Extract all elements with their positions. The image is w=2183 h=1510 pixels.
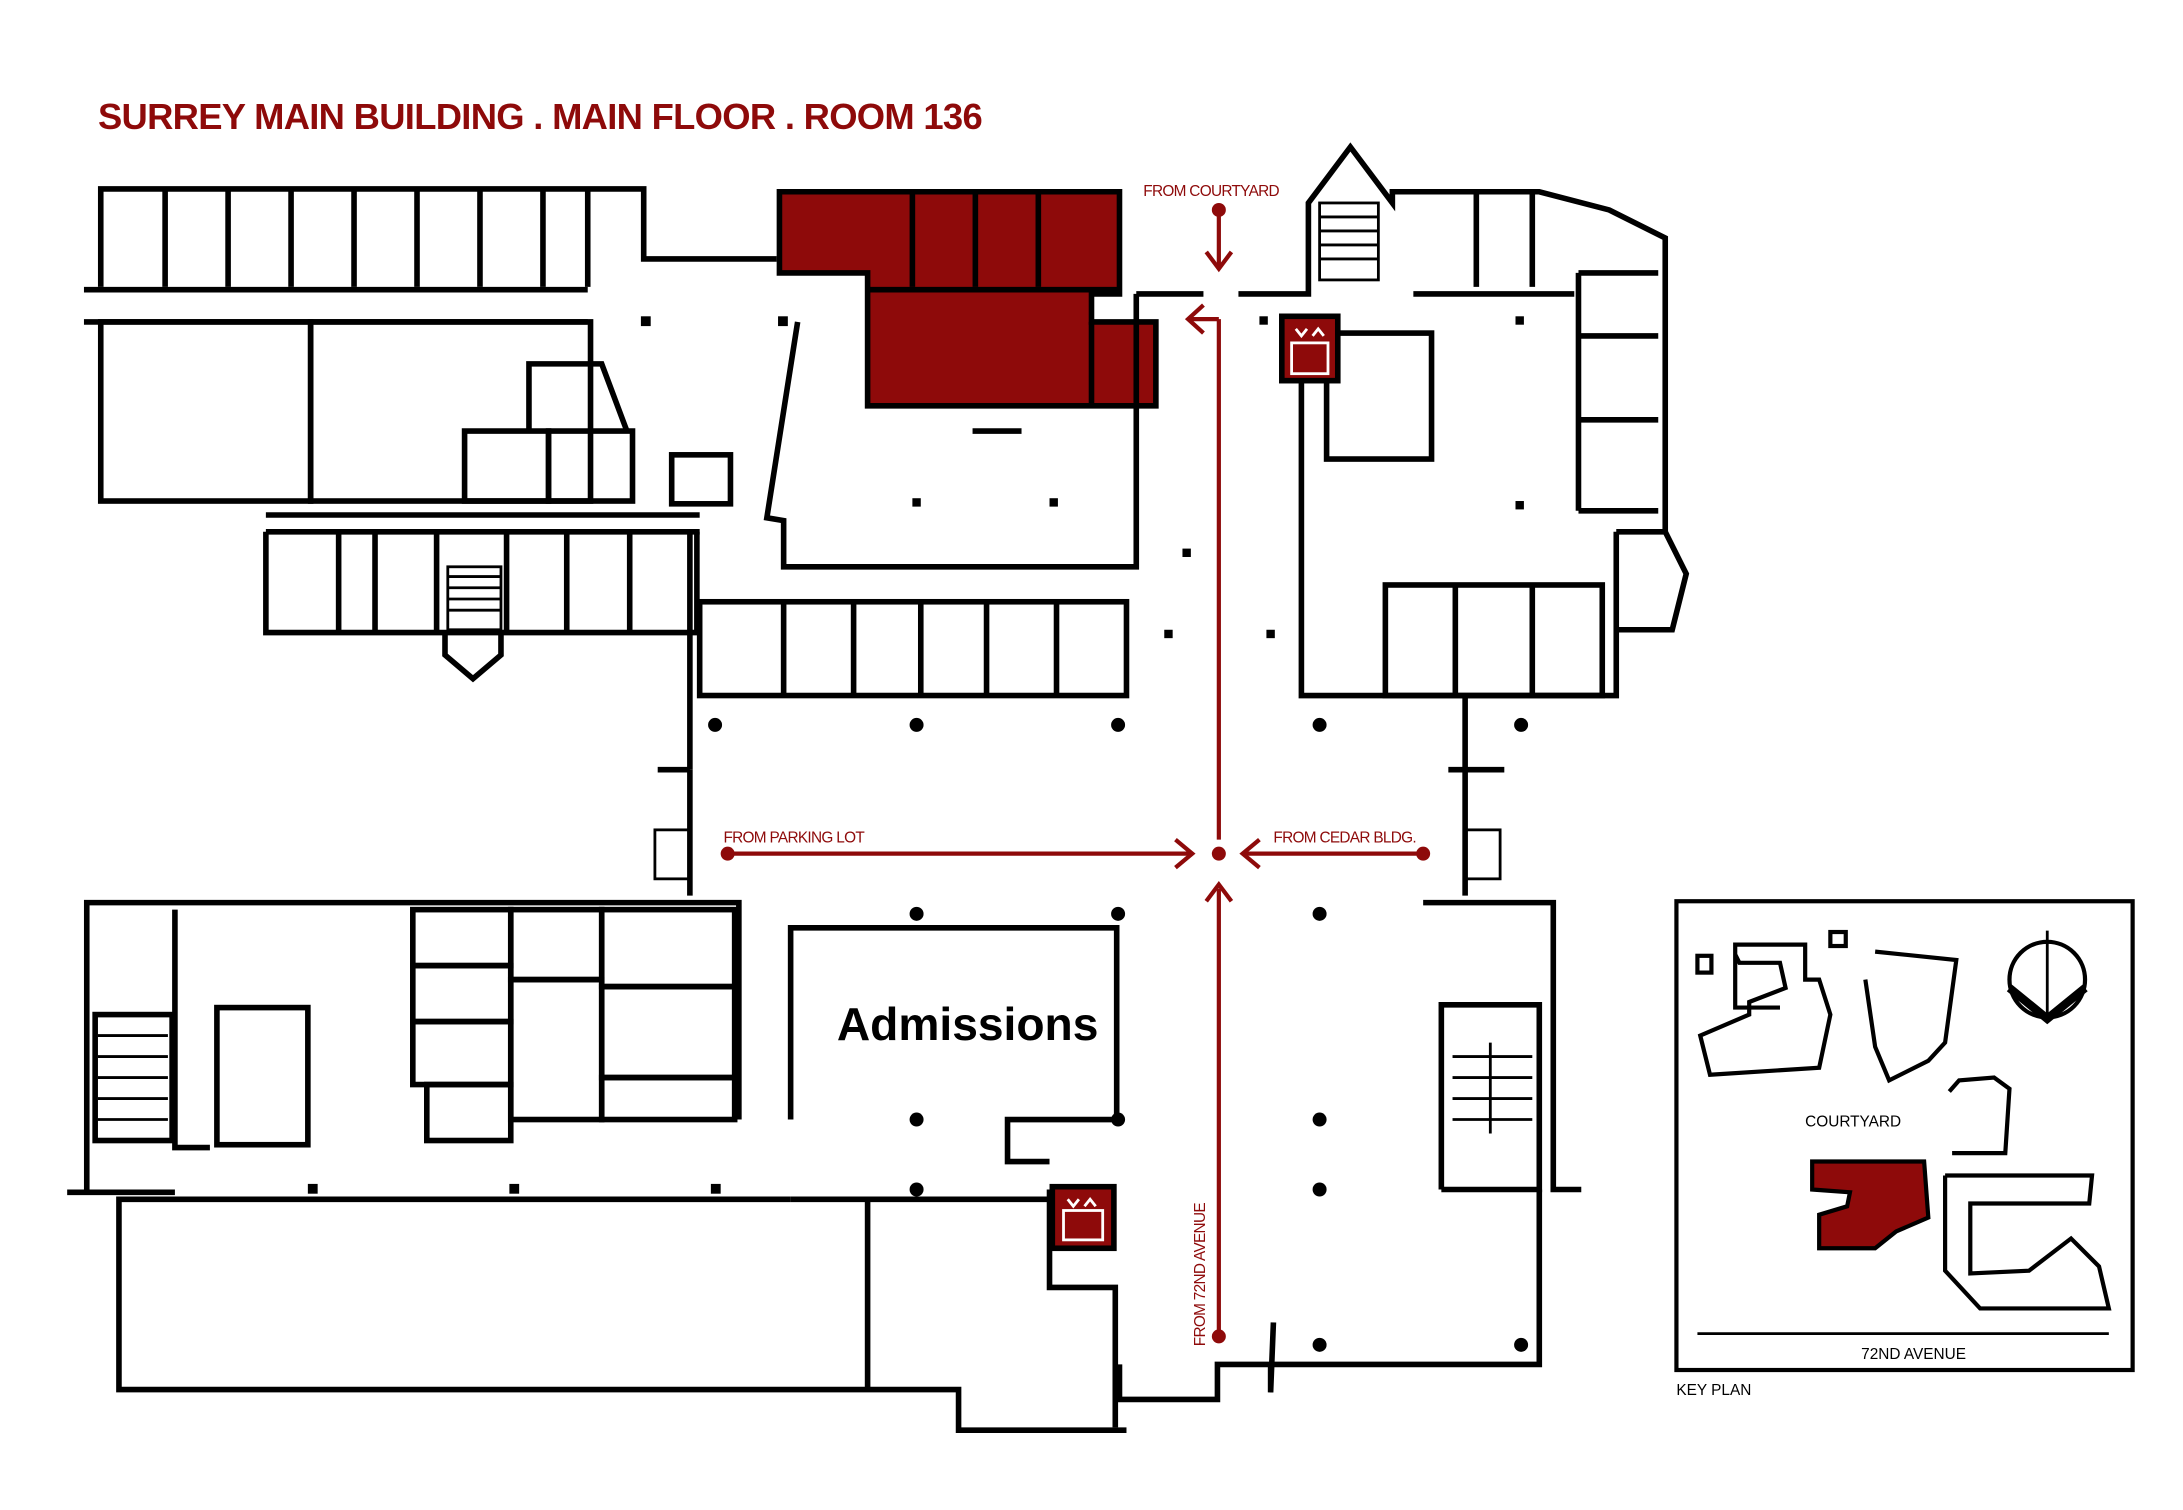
elevator-icon xyxy=(1049,1183,1117,1252)
stairs-icon xyxy=(442,565,504,683)
route-label-courtyard: FROM COURTYARD xyxy=(1143,183,1279,200)
stairs-icon xyxy=(1318,201,1380,282)
lower-right-block xyxy=(1273,899,1582,1368)
stairs-icon xyxy=(97,1034,168,1121)
route-label-72nd-avenue: FROM 72ND AVENUE xyxy=(1192,1203,1209,1347)
wayfinding-routes: FROM COURTYARD FROM PARKING LOT FROM CED… xyxy=(720,183,1431,1347)
elevator-icon xyxy=(1279,313,1341,384)
lobby xyxy=(653,695,1505,896)
admissions-label: Admissions xyxy=(837,998,1099,1050)
route-label-parking-lot: FROM PARKING LOT xyxy=(723,829,865,846)
columns xyxy=(307,316,1529,1352)
key-plan-courtyard: COURTYARD xyxy=(1805,1114,1901,1131)
key-plan: COURTYARD 72ND AVENUE KEY PLAN xyxy=(1674,899,2135,1399)
upper-right-block xyxy=(1136,142,1690,699)
upper-left-wing xyxy=(83,186,777,683)
route-label-cedar-bldg: FROM CEDAR BLDG. xyxy=(1273,829,1416,846)
admissions-block: Admissions xyxy=(787,925,1277,1428)
middle-block xyxy=(687,293,1140,770)
key-plan-street: 72ND AVENUE xyxy=(1861,1346,1966,1363)
key-plan-label: KEY PLAN xyxy=(1676,1382,1751,1399)
lower-left-block xyxy=(67,899,1127,1433)
stairs-icon xyxy=(1452,1042,1533,1134)
page-title: SURREY MAIN BUILDING . MAIN FLOOR . ROOM… xyxy=(98,96,982,137)
room-136-highlight xyxy=(776,188,1159,409)
